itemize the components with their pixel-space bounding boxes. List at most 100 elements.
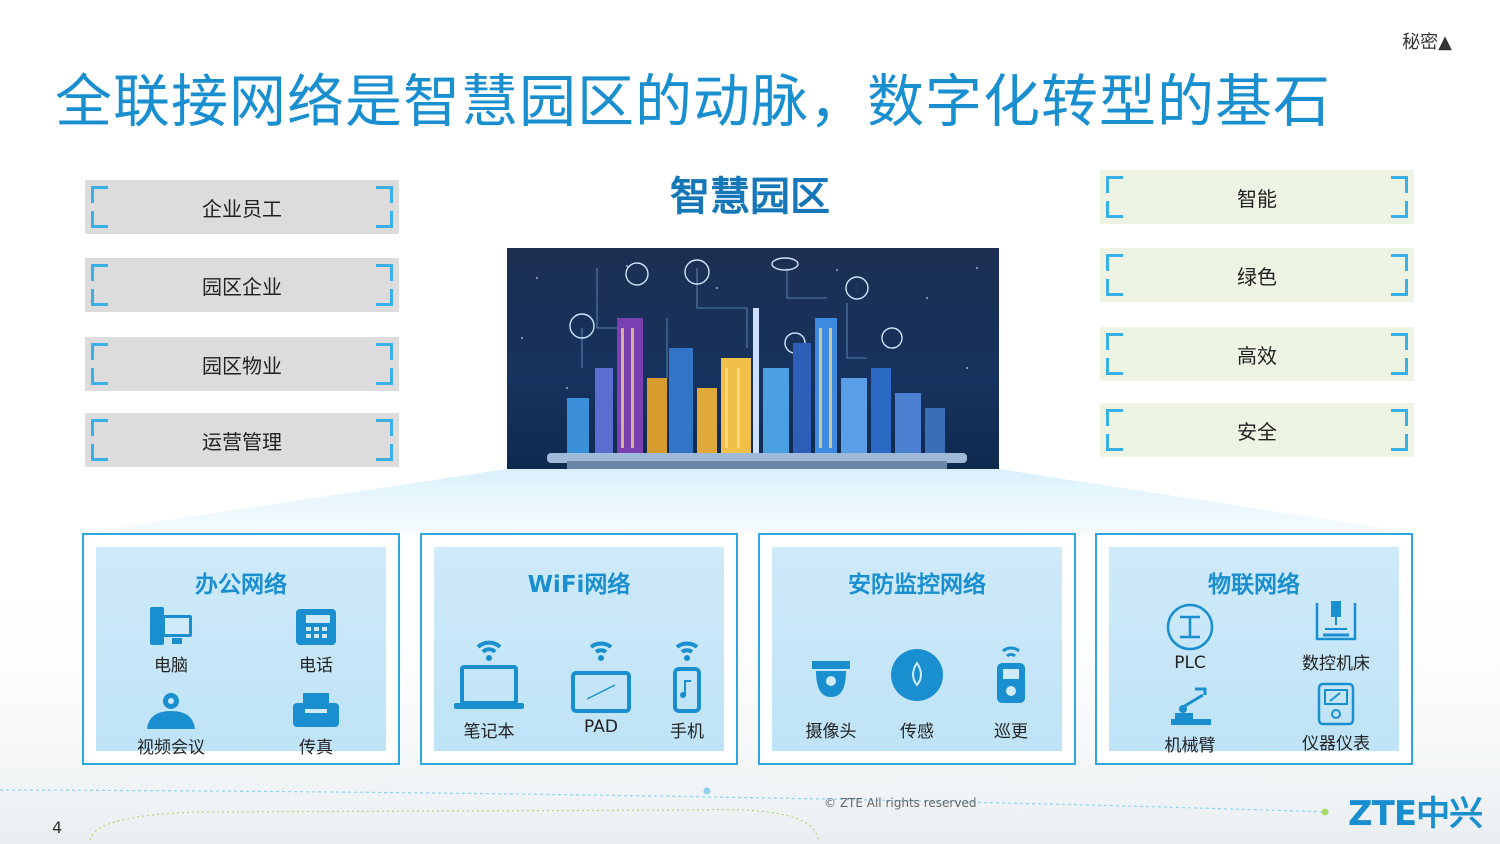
corner-bracket xyxy=(376,264,393,281)
corner-bracket xyxy=(376,368,393,385)
item-pad: PAD xyxy=(556,629,646,737)
classification-label: 秘密▲ xyxy=(1402,32,1452,53)
corner-bracket xyxy=(376,289,393,306)
left-box-label: 企业员工 xyxy=(202,196,282,221)
item-plc: PLC xyxy=(1145,603,1235,673)
item-label: 机械臂 xyxy=(1164,736,1216,756)
item-sensor: 传感 xyxy=(872,645,962,742)
left-box-label: 园区企业 xyxy=(202,274,282,299)
corner-bracket xyxy=(1391,434,1408,451)
item-label: 仪器仪表 xyxy=(1302,734,1370,754)
computer-icon xyxy=(150,607,192,645)
corner-bracket xyxy=(1106,358,1123,375)
item-label: 传感 xyxy=(900,722,934,742)
page-number: 4 xyxy=(52,818,63,837)
sensor-icon xyxy=(891,649,943,701)
patrol-icon xyxy=(997,646,1025,703)
item-meter: 仪器仪表 xyxy=(1291,681,1381,754)
corner-bracket xyxy=(91,444,108,461)
page-title: 全联接网络是智慧园区的动脉，数字化转型的基石 xyxy=(55,69,1331,135)
corner-bracket xyxy=(1391,279,1408,296)
panel-background: WiFi网络 笔记本 PAD xyxy=(434,547,724,751)
item-label: 传真 xyxy=(299,738,333,758)
left-box-label: 园区物业 xyxy=(202,353,282,378)
corner-bracket xyxy=(91,211,108,228)
panel-wifi-network: WiFi网络 笔记本 PAD xyxy=(420,533,738,765)
item-label: 数控机床 xyxy=(1302,654,1370,674)
robot-arm-icon xyxy=(1171,687,1211,725)
corner-bracket xyxy=(376,343,393,360)
corner-bracket xyxy=(1391,358,1408,375)
right-box-secure: 安全 xyxy=(1100,403,1414,457)
corner-bracket xyxy=(91,368,108,385)
item-robot-arm: 机械臂 xyxy=(1145,685,1235,756)
right-box-green: 绿色 xyxy=(1100,248,1414,302)
tablet-icon xyxy=(571,641,631,713)
left-box-label: 运营管理 xyxy=(202,429,282,454)
item-mobile: 手机 xyxy=(642,629,732,742)
copyright-text: © ZTE All rights reserved xyxy=(824,796,977,810)
item-label: 摄像头 xyxy=(805,722,857,742)
right-box-label: 绿色 xyxy=(1237,264,1277,289)
plc-icon xyxy=(1166,603,1214,651)
item-phone: 电话 xyxy=(271,605,361,676)
item-video-conference: 视频会议 xyxy=(126,691,216,758)
panel-security-network: 安防监控网络 摄像头 传感 巡更 xyxy=(758,533,1076,765)
left-box-park-enterprises: 园区企业 xyxy=(85,258,399,312)
panel-title: 物联网络 xyxy=(1208,572,1300,598)
panel-title: 办公网络 xyxy=(195,572,287,598)
corner-bracket xyxy=(1106,434,1123,451)
video-conference-icon xyxy=(147,693,195,729)
corner-bracket xyxy=(376,211,393,228)
corner-bracket xyxy=(1106,201,1123,218)
item-fax: 传真 xyxy=(271,691,361,758)
item-label: 电脑 xyxy=(154,656,188,676)
corner-bracket xyxy=(376,444,393,461)
left-box-operations: 运营管理 xyxy=(85,413,399,467)
item-cnc: 数控机床 xyxy=(1291,599,1381,674)
smart-city-image xyxy=(507,248,999,469)
corner-bracket xyxy=(91,264,108,281)
corner-bracket xyxy=(91,186,108,203)
item-label: 电话 xyxy=(299,656,333,676)
meter-icon xyxy=(1317,682,1355,726)
corner-bracket xyxy=(1391,409,1408,426)
mobile-icon xyxy=(673,641,701,713)
corner-bracket xyxy=(1106,279,1123,296)
panel-iot-network: 物联网络 PLC 数控机床 xyxy=(1095,533,1413,765)
corner-bracket xyxy=(1391,333,1408,350)
corner-bracket xyxy=(1106,409,1123,426)
panel-title: 安防监控网络 xyxy=(848,572,986,598)
corner-bracket xyxy=(91,419,108,436)
panel-title: WiFi网络 xyxy=(527,572,631,598)
cnc-machine-icon xyxy=(1315,601,1357,641)
corner-bracket xyxy=(376,186,393,203)
zte-logo: ZTE中兴 xyxy=(1348,794,1483,834)
right-box-label: 智能 xyxy=(1237,186,1277,211)
item-laptop: 笔记本 xyxy=(444,629,534,742)
corner-bracket xyxy=(1391,201,1408,218)
item-label: 笔记本 xyxy=(463,722,515,742)
item-label: 巡更 xyxy=(994,722,1028,742)
corner-bracket xyxy=(376,419,393,436)
right-box-label: 安全 xyxy=(1237,419,1277,444)
left-box-property: 园区物业 xyxy=(85,337,399,391)
camera-icon xyxy=(812,661,850,697)
smart-park-title: 智慧园区 xyxy=(670,174,830,220)
left-box-employees: 企业员工 xyxy=(85,180,399,234)
item-label: PAD xyxy=(584,717,618,737)
fax-icon xyxy=(293,693,339,727)
item-camera: 摄像头 xyxy=(786,645,876,742)
panel-background: 物联网络 PLC 数控机床 xyxy=(1109,547,1399,756)
item-patrol: 巡更 xyxy=(966,645,1056,742)
item-label: PLC xyxy=(1174,653,1206,673)
corner-bracket xyxy=(1391,254,1408,271)
corner-bracket xyxy=(91,289,108,306)
right-box-label: 高效 xyxy=(1237,343,1277,368)
right-box-efficient: 高效 xyxy=(1100,327,1414,381)
item-label: 视频会议 xyxy=(137,738,205,758)
laptop-icon xyxy=(454,640,524,709)
item-computer: 电脑 xyxy=(126,605,216,676)
corner-bracket xyxy=(91,343,108,360)
panel-background: 安防监控网络 摄像头 传感 巡更 xyxy=(772,547,1062,751)
